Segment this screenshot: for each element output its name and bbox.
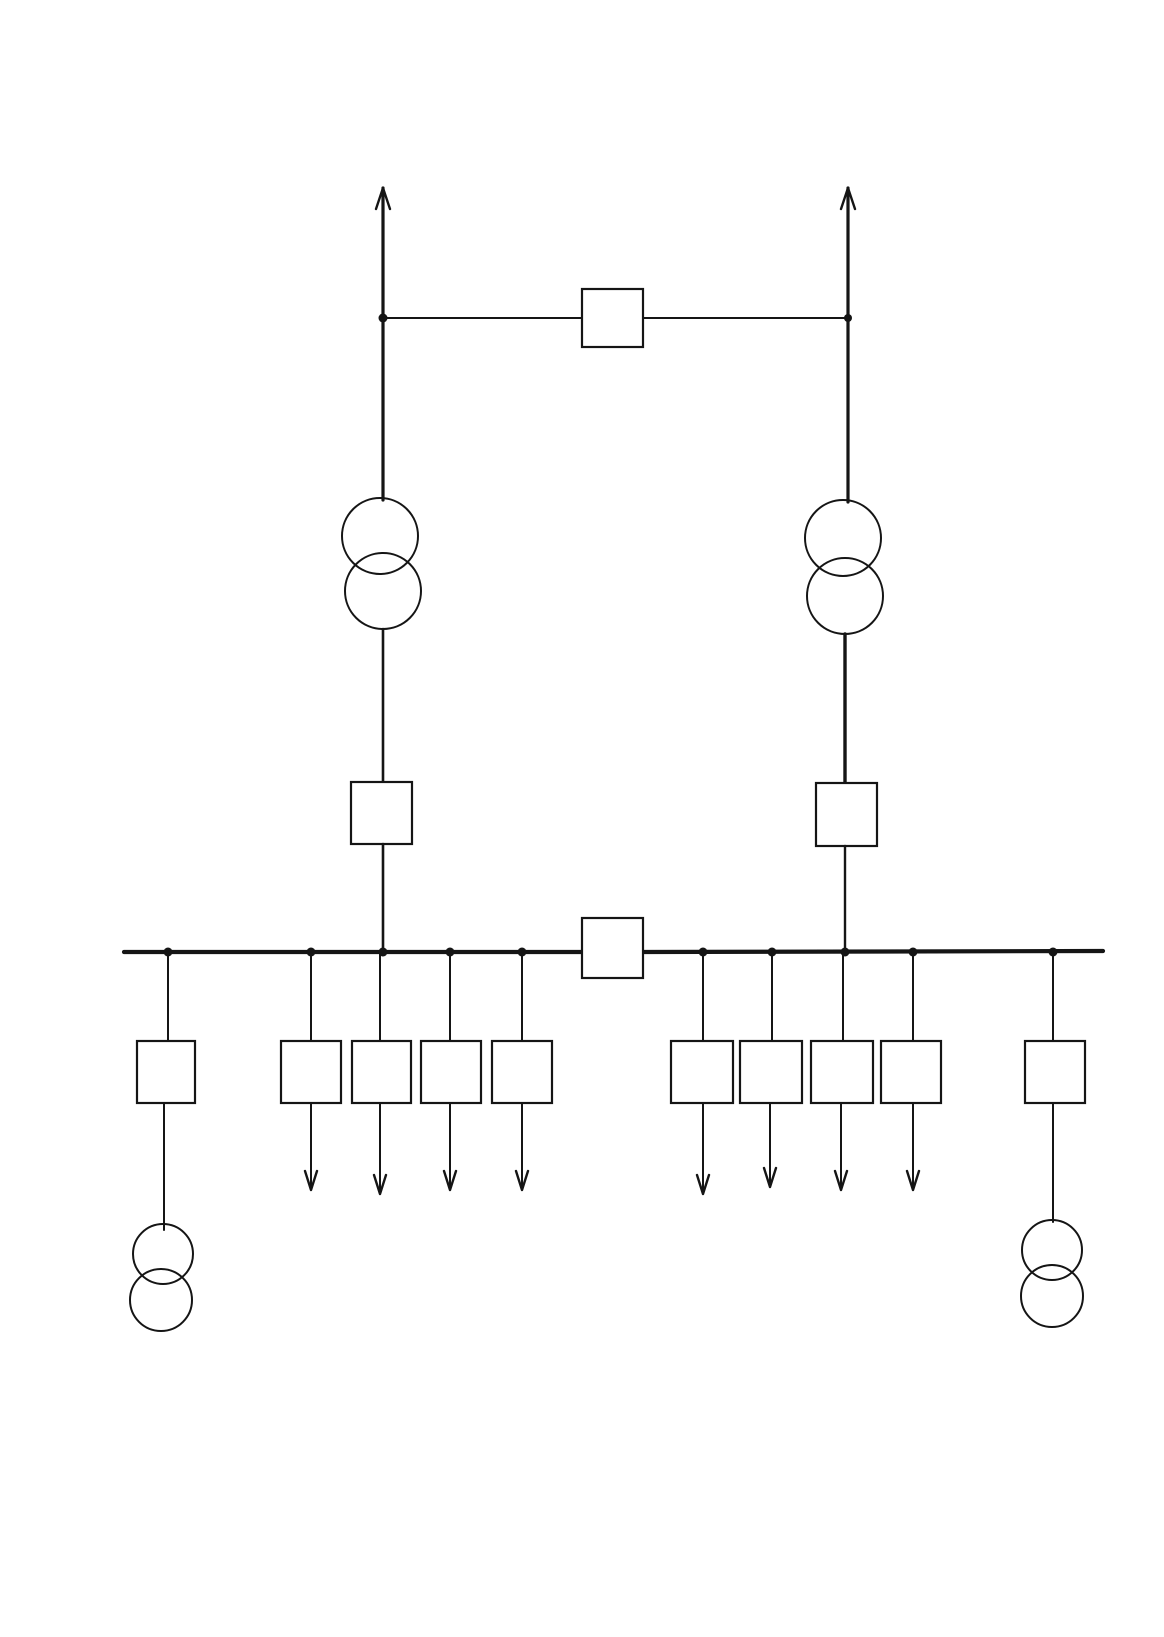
incoming-line-right: [839, 186, 857, 504]
hv-tie-link: [378, 287, 852, 349]
junction-dot: [378, 947, 388, 957]
outgoing-arrow-2: [372, 1173, 388, 1196]
junction-dot: [698, 947, 708, 957]
feeder-1: [279, 947, 343, 1192]
bus-section-2: [640, 948, 1106, 955]
transformer-winding-primary: [341, 497, 419, 575]
incoming-line-left: [374, 186, 392, 502]
incoming-arrow-right: [839, 186, 857, 211]
feeder-7: [809, 947, 875, 1192]
outgoing-arrow-1: [303, 1169, 319, 1192]
outgoing-arrow-7: [833, 1169, 849, 1192]
main-transformer-right: [804, 499, 884, 635]
junction-dot: [445, 947, 455, 957]
incoming-arrow-left: [374, 186, 392, 211]
junction-dot: [378, 313, 388, 323]
junction-dot: [306, 947, 316, 957]
outgoing-arrow-8: [905, 1169, 921, 1192]
feeder-2: [350, 947, 413, 1196]
junction-dot: [163, 947, 173, 957]
auxiliary-breaker-left[interactable]: [135, 1039, 197, 1105]
junction-dot: [517, 947, 527, 957]
transformer-breaker-right[interactable]: [814, 781, 879, 848]
outgoing-arrow-5: [695, 1173, 711, 1196]
outgoing-arrow-4: [514, 1169, 530, 1192]
feeder-8: [879, 947, 943, 1192]
hv-tie-breaker[interactable]: [580, 287, 645, 349]
auxiliary-transformer-left-primary: [132, 1223, 194, 1285]
feeder-breaker-3[interactable]: [419, 1039, 483, 1105]
auxiliary-bay-left: [129, 947, 197, 1332]
transformer-winding-secondary: [344, 552, 422, 630]
auxiliary-transformer-left-secondary: [129, 1268, 193, 1332]
main-transformer-left: [341, 497, 422, 630]
auxiliary-bay-right: [1020, 947, 1087, 1328]
feeder-breaker-5[interactable]: [669, 1039, 735, 1105]
feeder-breaker-1[interactable]: [279, 1039, 343, 1105]
feeder-breaker-8[interactable]: [879, 1039, 943, 1105]
transformer-breaker-left[interactable]: [349, 780, 414, 846]
feeder-breaker-6[interactable]: [738, 1039, 804, 1105]
auxiliary-transformer-right-primary: [1021, 1219, 1083, 1281]
junction-dot: [844, 314, 852, 322]
bus-section-breaker[interactable]: [580, 916, 645, 980]
junction-dot: [767, 947, 777, 957]
auxiliary-breaker-right[interactable]: [1023, 1039, 1087, 1105]
auxiliary-transformer-right-secondary: [1020, 1264, 1084, 1328]
feeder-breaker-4[interactable]: [490, 1039, 554, 1105]
outgoing-arrow-6: [762, 1166, 778, 1189]
transformer-winding-secondary: [806, 557, 884, 635]
transformer-winding-primary: [804, 499, 882, 577]
feeder-breaker-2[interactable]: [350, 1039, 413, 1105]
feeder-5: [669, 947, 735, 1196]
outgoing-arrow-3: [442, 1169, 458, 1192]
junction-dot: [1048, 947, 1058, 957]
junction-dot: [908, 947, 918, 957]
feeder-6: [738, 947, 804, 1189]
feeder-3: [419, 947, 483, 1192]
feeder-4: [490, 947, 554, 1192]
junction-dot: [840, 947, 850, 957]
feeder-breaker-7[interactable]: [809, 1039, 875, 1105]
